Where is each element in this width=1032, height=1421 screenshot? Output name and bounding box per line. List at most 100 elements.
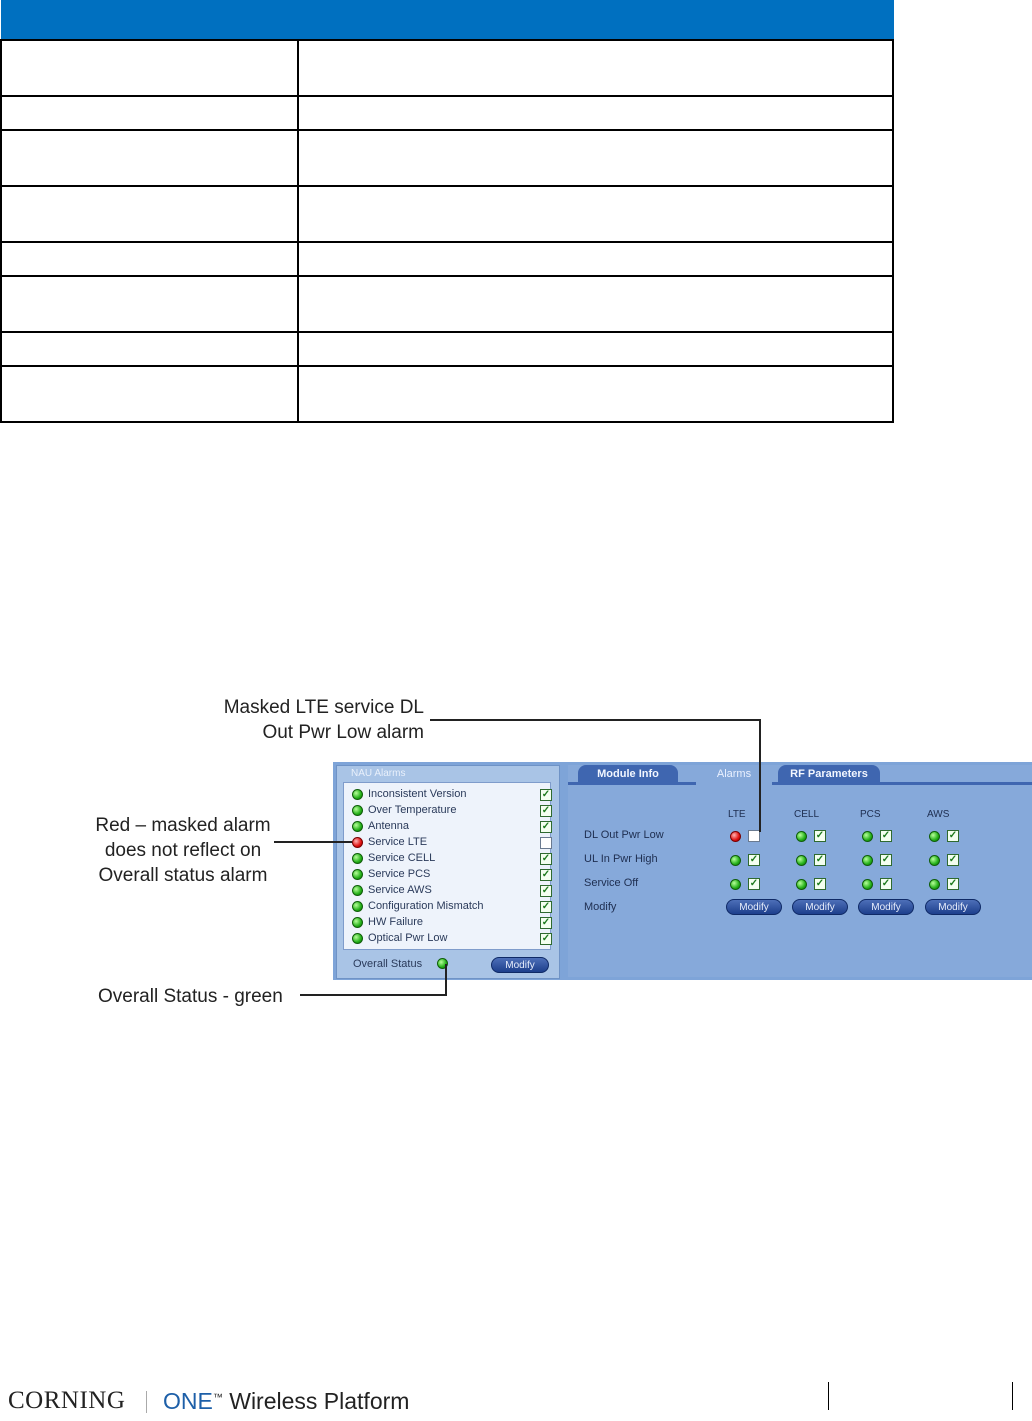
alarm-row: Inconsistent Version ✓ — [352, 787, 552, 803]
table-cell — [297, 365, 894, 423]
table-row — [0, 331, 894, 367]
alarm-mask-checkbox[interactable]: ✓ — [540, 805, 552, 817]
alarm-label: Antenna — [368, 820, 409, 832]
table-row — [0, 241, 894, 277]
status-led-icon — [796, 879, 807, 890]
alarm-mask-checkbox[interactable]: ✓ — [540, 853, 552, 865]
status-led-icon — [352, 901, 363, 912]
alarm-mask-checkbox[interactable]: ✓ — [814, 830, 826, 842]
alarm-mask-checkbox[interactable]: ✓ — [814, 854, 826, 866]
alarm-mask-checkbox[interactable]: ✓ — [540, 821, 552, 833]
footer-separator — [146, 1391, 147, 1413]
alarm-row: Over Temperature✓ — [352, 803, 552, 819]
one-logo-text: ONE — [163, 1388, 213, 1414]
table-row — [0, 129, 894, 187]
alarm-mask-checkbox[interactable]: ✓ — [540, 917, 552, 929]
status-led-icon — [352, 885, 363, 896]
alarm-mask-checkbox[interactable]: ✓ — [947, 854, 959, 866]
callout-text: Red – masked alarm — [95, 815, 271, 836]
alarm-mask-checkbox[interactable]: ✓ — [947, 830, 959, 842]
column-header: PCS — [860, 809, 881, 820]
row-label: DL Out Pwr Low — [584, 829, 664, 841]
row-label: Service Off — [584, 877, 639, 889]
alarm-mask-checkbox[interactable]: ✓ — [880, 830, 892, 842]
alarm-mask-checkbox[interactable]: ✓ — [947, 878, 959, 890]
alarm-mask-checkbox[interactable]: ✓ — [814, 878, 826, 890]
table-header-row — [0, 0, 894, 41]
status-led-icon — [929, 831, 940, 842]
alarm-row: Configuration Mismatch✓ — [352, 899, 552, 915]
table-cell — [297, 275, 894, 333]
nau-modify-button[interactable]: Modify — [491, 957, 549, 973]
alarm-mask-checkbox[interactable]: ✓ — [540, 901, 552, 913]
row-label: UL In Pwr High — [584, 853, 658, 865]
alarm-label: Optical Pwr Low — [368, 932, 448, 944]
table-header-cell — [297, 0, 894, 41]
table-row — [0, 365, 894, 423]
alarm-label: Inconsistent Version — [368, 788, 467, 800]
alarm-mask-checkbox[interactable]: ✓ — [748, 878, 760, 890]
table-cell — [0, 185, 299, 243]
band-modify-button[interactable]: Modify — [925, 899, 981, 915]
platform-logo-text: Wireless Platform — [222, 1388, 410, 1414]
alarm-mask-checkbox[interactable]: ✓ — [880, 878, 892, 890]
table-row — [0, 275, 894, 333]
status-led-icon — [730, 879, 741, 890]
callout-masked-lte: Masked LTE service DL Out Pwr Low alarm — [190, 695, 424, 745]
table — [0, 0, 894, 423]
table-cell — [297, 241, 894, 277]
alarm-row: HW Failure✓ — [352, 915, 552, 931]
alarm-row: Service PCS ✓ — [352, 867, 552, 883]
alarm-label: Service PCS — [368, 868, 431, 880]
alarm-mask-checkbox[interactable]: ✓ — [540, 885, 552, 897]
status-led-icon — [929, 855, 940, 866]
tab-rf-parameters[interactable]: RF Parameters — [778, 765, 880, 783]
callout-text: Masked LTE service DL — [223, 697, 424, 718]
alarm-mask-checkbox[interactable]: ✓ — [540, 789, 552, 801]
alarm-mask-checkbox[interactable]: ✓ — [748, 830, 760, 842]
band-modify-button[interactable]: Modify — [792, 899, 848, 915]
status-led-icon — [796, 855, 807, 866]
status-led-icon — [730, 855, 741, 866]
callout-text: does not reflect on — [104, 840, 262, 861]
column-header: LTE — [728, 809, 746, 820]
overall-status-label: Overall Status — [353, 958, 423, 970]
table-row — [0, 95, 894, 131]
status-led-icon — [352, 821, 363, 832]
callout-text: Out Pwr Low alarm — [262, 722, 424, 743]
nau-alarm-list: Inconsistent Version✓Over Temperature✓An… — [343, 782, 552, 950]
table-cell — [297, 331, 894, 367]
trademark-mark: ™ — [212, 1392, 223, 1404]
alarm-mask-checkbox[interactable]: ✓ — [880, 854, 892, 866]
table-cell — [0, 241, 299, 277]
status-led-icon — [352, 853, 363, 864]
band-modify-button[interactable]: Modify — [726, 899, 782, 915]
status-led-icon — [730, 831, 741, 842]
callout-overall-status: Overall Status - green — [98, 986, 283, 1007]
alarm-label: Service CELL — [368, 852, 436, 864]
table-row — [0, 39, 894, 97]
overall-status-row: Overall Status Modify — [349, 955, 549, 973]
alarm-row: Antenna ✓ — [352, 819, 552, 835]
column-header: CELL — [794, 809, 820, 820]
status-led-icon — [862, 879, 873, 890]
nau-alarms-title: NAU Alarms — [351, 768, 406, 779]
status-led-icon — [862, 855, 873, 866]
table-cell — [297, 129, 894, 187]
table-cell — [0, 129, 299, 187]
alarm-mask-checkbox[interactable]: ✓ — [540, 869, 552, 881]
table-header-cell — [0, 0, 299, 41]
tab-alarms[interactable]: Alarms — [700, 765, 768, 783]
row-label: Modify — [584, 901, 617, 913]
one-wireless-platform-logo: ONE™ Wireless Platform — [163, 1388, 409, 1415]
table-row — [0, 185, 894, 243]
alarm-mask-checkbox[interactable]: ✓ — [540, 933, 552, 945]
tab-module-info[interactable]: Module Info — [578, 765, 678, 783]
table-cell — [0, 331, 299, 367]
status-led-icon — [352, 805, 363, 816]
status-led-icon — [352, 837, 363, 848]
alarm-mask-checkbox[interactable]: ✓ — [540, 837, 552, 849]
corning-logo: CORNING — [8, 1387, 126, 1414]
band-modify-button[interactable]: Modify — [858, 899, 914, 915]
alarm-mask-checkbox[interactable]: ✓ — [748, 854, 760, 866]
